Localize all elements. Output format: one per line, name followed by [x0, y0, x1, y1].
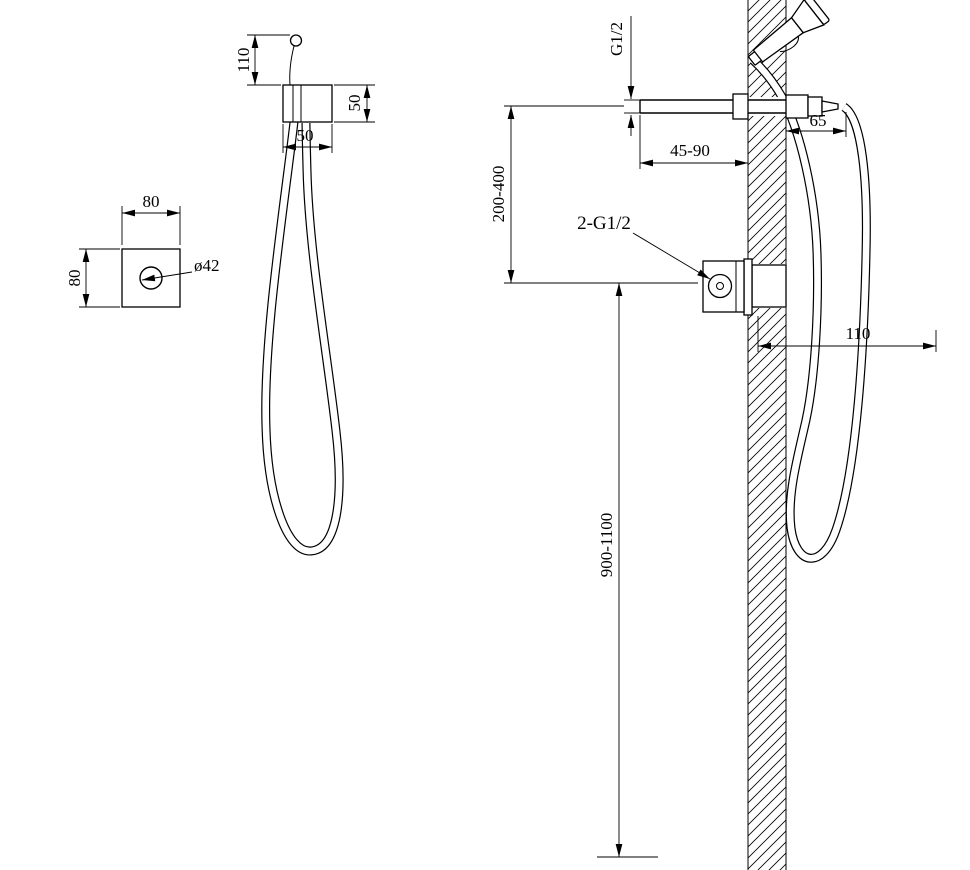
dim-flange-height: 80: [65, 248, 120, 308]
dim-text-inlet-thread: G1/2: [607, 22, 626, 56]
wall-bracket-detail: [282, 34, 333, 123]
dim-text-bracket-width: 50: [297, 126, 314, 145]
sprayer-face: [804, 0, 830, 25]
valve-flange: [743, 258, 753, 316]
dim-inlet-thread: G1/2: [607, 16, 640, 136]
valve-handle-axis: [716, 282, 724, 290]
hose-connector: [821, 100, 839, 113]
wall-hatching: [748, 0, 786, 870]
inlet-pipe-assembly: [639, 93, 839, 120]
dim-mounting-height: 900-1100: [597, 283, 658, 858]
hand-shower-sprayer: [748, 0, 830, 66]
leader-line: [632, 232, 711, 280]
pipe-wall-gap: [748, 97, 786, 116]
mixer-valve-assembly: [702, 258, 787, 316]
dim-text-embed-depth: 45-90: [670, 141, 710, 160]
label-hole-diameter: ø42: [141, 256, 220, 282]
dim-text-inlet-to-valve: 200-400: [489, 166, 508, 223]
dim-text-valve-offset: 110: [846, 324, 871, 343]
dim-bracket-width: 50: [282, 124, 333, 153]
label-text-connections: 2-G1/2: [577, 213, 631, 234]
outlet-fitting: [785, 94, 809, 119]
leader-line: [141, 271, 193, 282]
dim-text-flange-width: 80: [143, 192, 160, 211]
valve-embedded-body: [751, 264, 787, 308]
shower-hose-left: [261, 121, 344, 556]
hose-right-inner: [750, 57, 870, 562]
dim-text-bracket-height: 50: [345, 95, 364, 112]
dim-valve-offset: 110: [757, 316, 937, 352]
pipe-wall-coupling: [732, 93, 749, 120]
label-connections: 2-G1/2: [577, 213, 711, 280]
dim-outlet-projection: 65: [786, 111, 847, 137]
dim-inlet-to-valve: 200-400: [489, 105, 698, 284]
shower-hose-right: [749, 56, 871, 563]
flange-plate: [121, 248, 181, 308]
dim-text-hook-height: 110: [234, 48, 253, 73]
dim-bracket-height: 50: [334, 84, 375, 123]
bracket-hook-stem: [289, 45, 295, 86]
dim-embed-depth: 45-90: [639, 115, 748, 169]
dim-text-outlet-projection: 65: [810, 111, 827, 130]
hose-left-outer: [261, 121, 344, 556]
bracket-hook-ball: [289, 34, 303, 47]
label-text-hole-diameter: ø42: [194, 256, 220, 275]
wall-section: [747, 0, 787, 870]
sprayer-trigger: [779, 35, 799, 53]
sprayer-head: [790, 0, 825, 34]
dim-text-mounting-height: 900-1100: [597, 513, 616, 578]
dim-flange-width: 80: [121, 192, 181, 245]
dim-hook-height: 110: [234, 34, 290, 86]
flange-hole: [139, 266, 163, 290]
bracket-body: [282, 84, 333, 123]
valve-handle-circle: [707, 273, 733, 299]
dim-text-flange-height: 80: [65, 270, 84, 287]
hose-left-inner: [262, 121, 343, 555]
flange-detail: [121, 248, 181, 308]
